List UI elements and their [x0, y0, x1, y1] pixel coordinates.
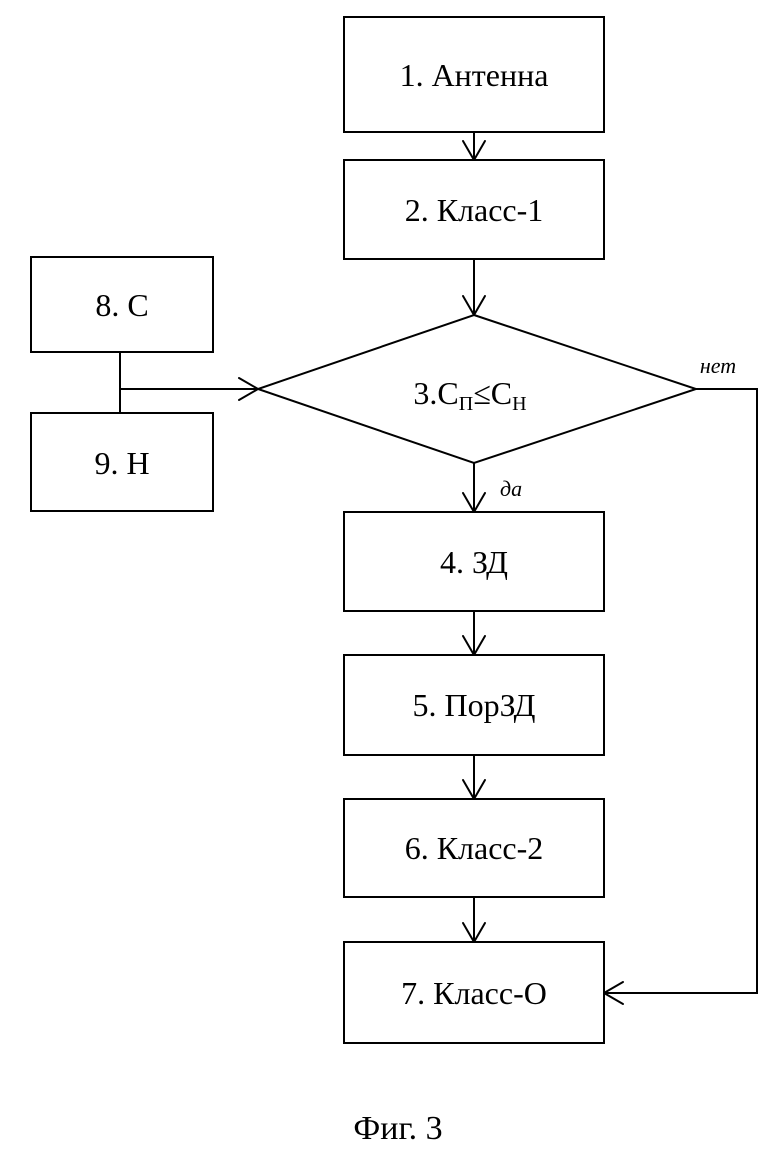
block-9-label: 9. Н [94, 445, 149, 481]
arrow-6-to-7 [463, 897, 485, 942]
arrow-5-to-6 [463, 755, 485, 799]
block-8-c: 8. С [31, 257, 213, 352]
block-5-porzd: 5. ПорЗД [344, 655, 604, 755]
block-9-h: 9. Н [31, 413, 213, 511]
block-2-label: 2. Класс-1 [405, 192, 544, 228]
connector-8-9-to-decision [120, 352, 258, 413]
decision-operator: ≤ [473, 375, 491, 411]
block-7-label: 7. Класс-О [401, 975, 547, 1011]
block-7-class-o: 7. Класс-О [344, 942, 604, 1043]
arrow-3-to-4-yes [463, 463, 485, 512]
block-1-antenna: 1. Антенна [344, 17, 604, 132]
arrow-2-to-3 [463, 259, 485, 315]
arrow-4-to-5 [463, 611, 485, 655]
decision-c1: С [437, 375, 458, 411]
decision-c2: С [491, 375, 512, 411]
decision-sub1: П [459, 393, 473, 415]
block-6-label: 6. Класс-2 [405, 830, 544, 866]
block-8-label: 8. С [95, 287, 148, 323]
block-3-decision: 3.СП≤СН [258, 315, 696, 463]
arrow-3-to-7-no [604, 389, 757, 1004]
block-4-zd: 4. ЗД [344, 512, 604, 611]
arrow-1-to-2 [463, 132, 485, 160]
block-2-class-1: 2. Класс-1 [344, 160, 604, 259]
block-5-label: 5. ПорЗД [412, 687, 535, 723]
decision-sub2: Н [512, 393, 526, 415]
block-4-label: 4. ЗД [440, 544, 508, 580]
branch-no-label: нет [700, 353, 736, 378]
figure-caption: Фиг. 3 [353, 1110, 442, 1147]
decision-prefix: 3. [413, 375, 437, 411]
block-6-class-2: 6. Класс-2 [344, 799, 604, 897]
block-1-label: 1. Антенна [400, 57, 549, 93]
branch-yes-label: да [500, 476, 522, 501]
